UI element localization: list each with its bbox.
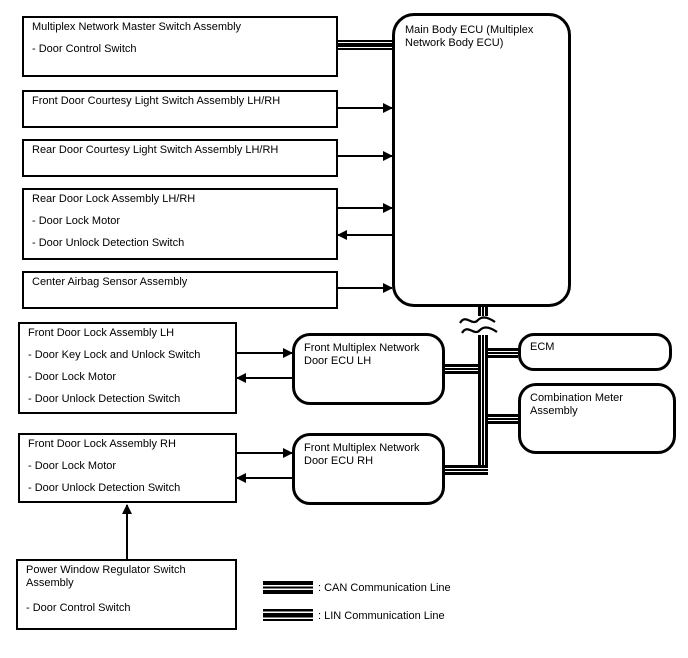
box-title: Front Door Lock Assembly LH	[28, 327, 175, 339]
box-front-multiplex-network-door-ecu-rh: Front Multiplex Network Door ECU RH	[292, 433, 445, 505]
legend-can-line-swatch	[263, 581, 313, 594]
box-item: - Door Lock Motor	[32, 215, 121, 227]
box-rear-door-lock-assembly: Rear Door Lock Assembly LH/RH - Door Loc…	[22, 188, 338, 260]
can-line-branch-door-ecu-lh	[445, 364, 478, 374]
box-title: Front Multiplex Network Door ECU RH	[304, 442, 420, 467]
box-item: - Door Unlock Detection Switch	[28, 482, 181, 494]
box-item: - Door Unlock Detection Switch	[32, 237, 185, 249]
box-title: Front Door Courtesy Light Switch Assembl…	[32, 95, 281, 107]
box-title: Rear Door Lock Assembly LH/RH	[32, 193, 196, 205]
arrow-door-ecu-rh-to-front-door-lock-rh	[236, 473, 292, 483]
box-main-body-ecu: Main Body ECU (Multiplex Network Body EC…	[392, 13, 571, 307]
box-multiplex-network-master-switch-assembly: Multiplex Network Master Switch Assembly…	[22, 16, 338, 77]
can-line-trunk	[478, 304, 488, 475]
legend-lin-label: : LIN Communication Line	[318, 610, 445, 622]
arrow-rear-courtesy-to-main-ecu	[338, 151, 393, 161]
arrow-power-window-to-front-door-lock-rh	[122, 504, 132, 559]
arrow-front-courtesy-to-main-ecu	[338, 103, 393, 113]
box-item: - Door Key Lock and Unlock Switch	[28, 349, 201, 361]
arrow-front-door-lock-lh-to-door-ecu-lh	[237, 348, 293, 358]
box-item: - Door Lock Motor	[28, 460, 117, 472]
box-item: - Door Control Switch	[26, 602, 131, 614]
box-item: - Door Control Switch	[32, 43, 137, 55]
box-item: - Door Lock Motor	[28, 371, 117, 383]
box-front-door-lock-assembly-lh: Front Door Lock Assembly LH - Door Key L…	[18, 322, 237, 414]
arrow-rear-door-lock-to-main-ecu	[338, 203, 393, 213]
legend-lin-line-swatch	[263, 609, 313, 621]
box-power-window-regulator-switch-assembly: Power Window Regulator Switch Assembly -…	[16, 559, 237, 630]
line-break-squiggle-icon	[459, 316, 498, 335]
box-title: Power Window Regulator Switch Assembly	[26, 564, 186, 589]
box-rear-door-courtesy-light-switch: Rear Door Courtesy Light Switch Assembly…	[22, 139, 338, 177]
legend-can-label: : CAN Communication Line	[318, 582, 451, 594]
box-front-door-lock-assembly-rh: Front Door Lock Assembly RH - Door Lock …	[18, 433, 237, 503]
arrow-main-ecu-to-rear-door-lock	[337, 230, 392, 240]
box-title: Main Body ECU (Multiplex Network Body EC…	[405, 24, 534, 49]
box-item: - Door Unlock Detection Switch	[28, 393, 181, 405]
can-line-branch-door-ecu-rh	[445, 465, 488, 475]
lin-line-master-switch-to-main-ecu	[338, 40, 392, 50]
box-title: Combination Meter Assembly	[530, 392, 623, 417]
box-title: ECM	[530, 341, 555, 353]
box-ecm: ECM	[518, 333, 672, 371]
arrow-door-ecu-lh-to-front-door-lock-lh	[236, 373, 292, 383]
box-combination-meter-assembly: Combination Meter Assembly	[518, 383, 676, 454]
box-front-multiplex-network-door-ecu-lh: Front Multiplex Network Door ECU LH	[292, 333, 445, 405]
can-line-branch-combination-meter	[488, 414, 518, 424]
box-title: Rear Door Courtesy Light Switch Assembly…	[32, 144, 279, 156]
box-title: Multiplex Network Master Switch Assembly	[32, 21, 242, 33]
box-title: Front Multiplex Network Door ECU LH	[304, 342, 420, 367]
box-title: Center Airbag Sensor Assembly	[32, 276, 188, 288]
box-front-door-courtesy-light-switch: Front Door Courtesy Light Switch Assembl…	[22, 90, 338, 128]
box-title: Front Door Lock Assembly RH	[28, 438, 176, 450]
box-center-airbag-sensor-assembly: Center Airbag Sensor Assembly	[22, 271, 338, 309]
can-line-branch-ecm	[488, 348, 518, 358]
arrow-center-airbag-to-main-ecu	[338, 283, 393, 293]
arrow-front-door-lock-rh-to-door-ecu-rh	[237, 448, 293, 458]
